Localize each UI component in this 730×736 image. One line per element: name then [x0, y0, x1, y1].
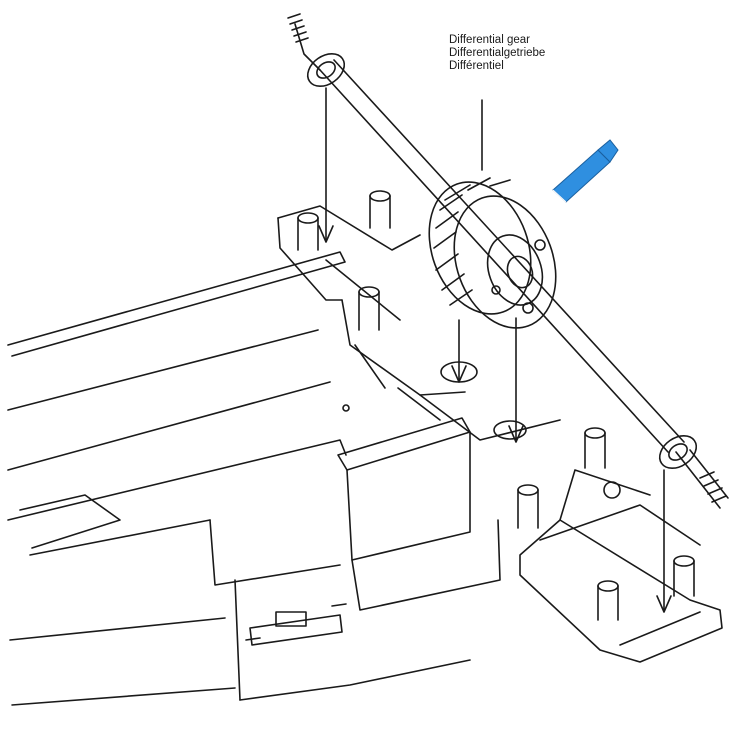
axle-shaft	[287, 13, 729, 509]
gearbox-housing	[277, 205, 561, 441]
chassis-tub	[7, 251, 471, 706]
insertion-arrows	[318, 87, 672, 613]
grease-tube-icon	[552, 139, 619, 203]
bearings	[306, 52, 698, 470]
callout-label-fr: Différentiel	[449, 60, 504, 72]
front-bulkhead	[519, 469, 723, 663]
center-bulkhead	[245, 417, 501, 646]
callout-label-de: Differentialgetriebe	[449, 47, 546, 59]
differential-gear-callout: Differential gear Differentialgetriebe D…	[449, 34, 545, 73]
posts	[297, 190, 695, 621]
differential-gear	[428, 177, 557, 329]
callout-label-en: Differential gear	[449, 34, 530, 46]
